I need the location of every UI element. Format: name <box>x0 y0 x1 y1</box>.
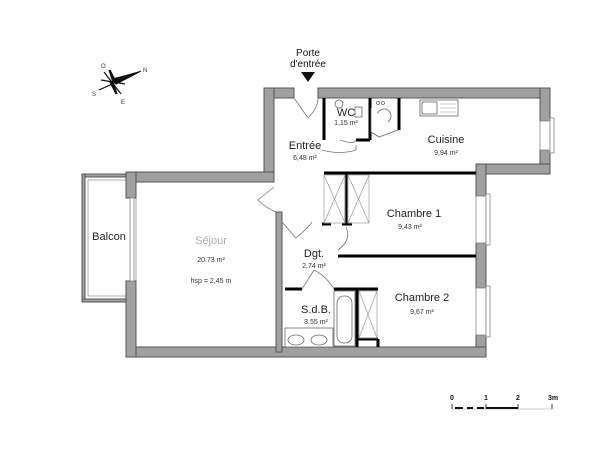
scale-tick-2: 2 <box>516 395 520 402</box>
fixtures <box>284 99 459 348</box>
room-entree-area: 6,48 m² <box>293 155 317 162</box>
compass-east: E <box>121 100 125 106</box>
room-chambre2-name: Chambre 2 <box>395 292 449 304</box>
wardrobes <box>323 174 378 339</box>
scale-tick-1: 1 <box>484 395 488 402</box>
room-sdb-name: S.d.B. <box>301 304 331 316</box>
entrance-label-line2: d'entrée <box>290 59 326 70</box>
windows <box>129 117 555 338</box>
room-dgt-area: 2,74 m² <box>302 263 326 270</box>
room-labels: WC 1,15 m² Entrée 6,48 m² Cuisine 9,94 m… <box>92 107 464 326</box>
room-chambre1-name: Chambre 1 <box>387 208 441 220</box>
entrance-label-line1: Porte <box>296 48 320 59</box>
room-chambre2-area: 9,67 m² <box>410 309 434 316</box>
scale-bar: 0 1 2 3m <box>450 395 558 410</box>
entrance-arrow-icon <box>301 72 315 82</box>
room-sejour-area: 20.73 m² <box>197 257 225 264</box>
compass-south: S <box>92 92 96 98</box>
washing-machine-icon <box>370 101 399 138</box>
room-sejour-name: Séjour <box>195 235 227 247</box>
room-cuisine-area: 9,94 m² <box>434 150 458 157</box>
scale-tick-0: 0 <box>450 395 454 402</box>
compass-rose-icon: N O S E <box>92 64 147 106</box>
exterior-walls <box>125 87 551 358</box>
room-wc-name: WC <box>337 107 355 119</box>
room-sejour-height: hsp = 2,45 m <box>191 278 232 285</box>
room-chambre1-area: 9,43 m² <box>398 224 422 231</box>
compass-north: N <box>143 68 147 74</box>
compass-west: O <box>101 64 106 70</box>
room-dgt-name: Dgt. <box>304 248 324 260</box>
room-cuisine-name: Cuisine <box>428 134 465 146</box>
scale-tick-3: 3m <box>548 395 558 402</box>
basins-icon <box>284 327 334 348</box>
entrance-marker: Porte d'entrée <box>290 48 326 82</box>
room-wc-area: 1,15 m² <box>334 120 358 127</box>
doors <box>257 97 357 290</box>
interior-partitions <box>285 98 476 347</box>
bathtub-icon <box>333 290 356 347</box>
toilet-icon <box>334 99 363 118</box>
room-balcon-name: Balcon <box>92 231 126 243</box>
room-entree-name: Entrée <box>289 140 321 152</box>
room-sdb-area: 3,55 m² <box>304 319 328 326</box>
kitchen-sink-icon <box>419 99 459 117</box>
